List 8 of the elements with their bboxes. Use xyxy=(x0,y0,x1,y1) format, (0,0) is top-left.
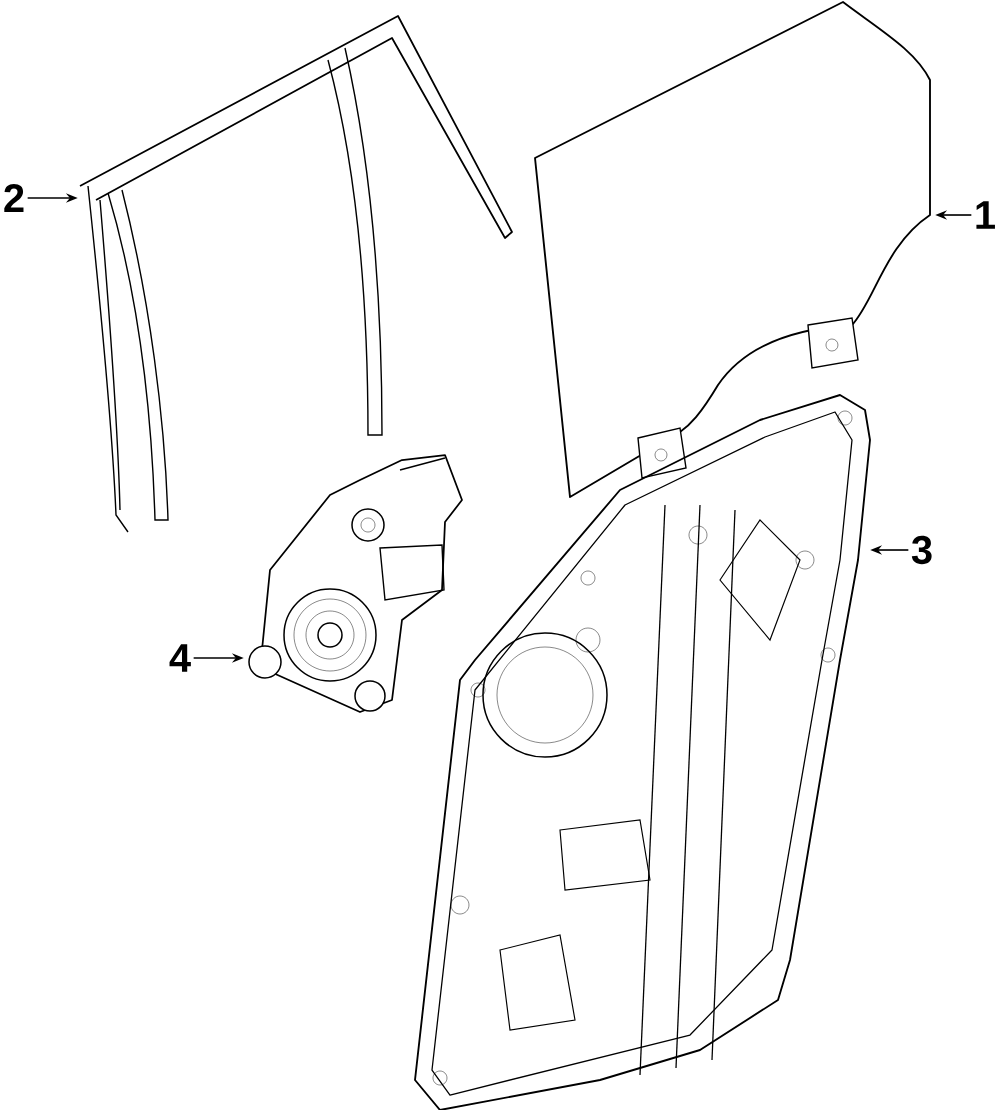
window-channel-drawing xyxy=(79,15,513,533)
callout-number: 1 xyxy=(976,201,995,229)
callout-number: 2 xyxy=(4,184,24,212)
window-motor-drawing xyxy=(248,454,463,713)
door-glass-drawing xyxy=(534,1,931,498)
callout-number: 4 xyxy=(169,644,191,672)
door-module-drawing xyxy=(414,394,871,1110)
callout-number: 3 xyxy=(911,535,932,565)
